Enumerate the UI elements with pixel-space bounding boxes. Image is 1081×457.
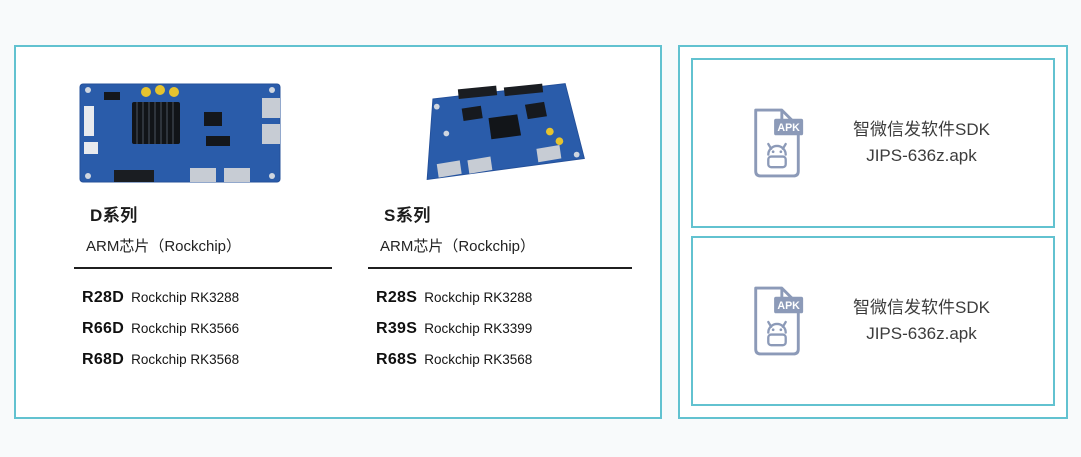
series-subtitle-s: ARM芯片（Rockchip） [380,238,536,255]
sdk-card-text: 智微信发软件SDK JIPS-636z.apk [853,117,990,170]
s-series-motherboard-photo [368,71,632,195]
model-chip: Rockchip RK3399 [424,321,533,336]
series-title-d: D系列 [90,206,138,225]
apk-file-icon: APK [754,286,804,356]
apk-file-icon: APK [754,108,804,178]
model-chip: Rockchip RK3288 [424,290,533,305]
model-code: R28D [82,289,125,306]
board-series-panel: D系列 ARM芯片（Rockchip） R28D Rockchip RK3288… [14,45,662,419]
d-series-motherboard-photo [74,71,332,195]
model-chip: Rockchip RK3288 [131,290,240,305]
sdk-download-panel: APK 智微信发软件SDK JIPS-636z.apk APK [678,45,1068,419]
model-code: R66D [82,320,125,337]
sdk-card-text: 智微信发软件SDK JIPS-636z.apk [853,295,990,348]
model-row: R39S Rockchip RK3399 [376,320,632,338]
model-list-s: R28S Rockchip RK3288 R39S Rockchip RK339… [376,289,632,369]
model-list-d: R28D Rockchip RK3288 R66D Rockchip RK356… [82,289,332,369]
model-chip: Rockchip RK3568 [424,352,533,367]
series-subtitle-d: ARM芯片（Rockchip） [86,238,242,255]
series-column-s: S系列 ARM芯片（Rockchip） R28S Rockchip RK3288… [368,71,632,382]
model-code: R28S [376,289,418,306]
sdk-download-card[interactable]: APK 智微信发软件SDK JIPS-636z.apk [691,236,1055,406]
android-robot-icon [767,320,787,347]
series-title-s: S系列 [384,206,431,225]
model-row: R66D Rockchip RK3566 [82,320,332,338]
model-row: R28D Rockchip RK3288 [82,289,332,307]
model-code: R68S [376,351,418,368]
apk-badge-label: APK [777,300,800,312]
model-code: R39S [376,320,418,337]
d-series-board-illustration [79,83,281,183]
sdk-filename: JIPS-636z.apk [866,324,977,343]
android-robot-icon [767,142,787,169]
divider-line [74,267,332,269]
model-row: R28S Rockchip RK3288 [376,289,632,307]
s-series-board-illustration [426,82,585,180]
sdk-title: 智微信发软件SDK [853,119,990,139]
sdk-filename: JIPS-636z.apk [866,146,977,165]
model-row: R68S Rockchip RK3568 [376,351,632,369]
model-chip: Rockchip RK3566 [131,321,240,336]
apk-badge-label: APK [777,122,800,134]
sdk-download-card[interactable]: APK 智微信发软件SDK JIPS-636z.apk [691,58,1055,228]
series-column-d: D系列 ARM芯片（Rockchip） R28D Rockchip RK3288… [74,71,332,382]
sdk-title: 智微信发软件SDK [853,297,990,317]
model-row: R68D Rockchip RK3568 [82,351,332,369]
model-chip: Rockchip RK3568 [131,352,240,367]
divider-line [368,267,632,269]
model-code: R68D [82,351,125,368]
